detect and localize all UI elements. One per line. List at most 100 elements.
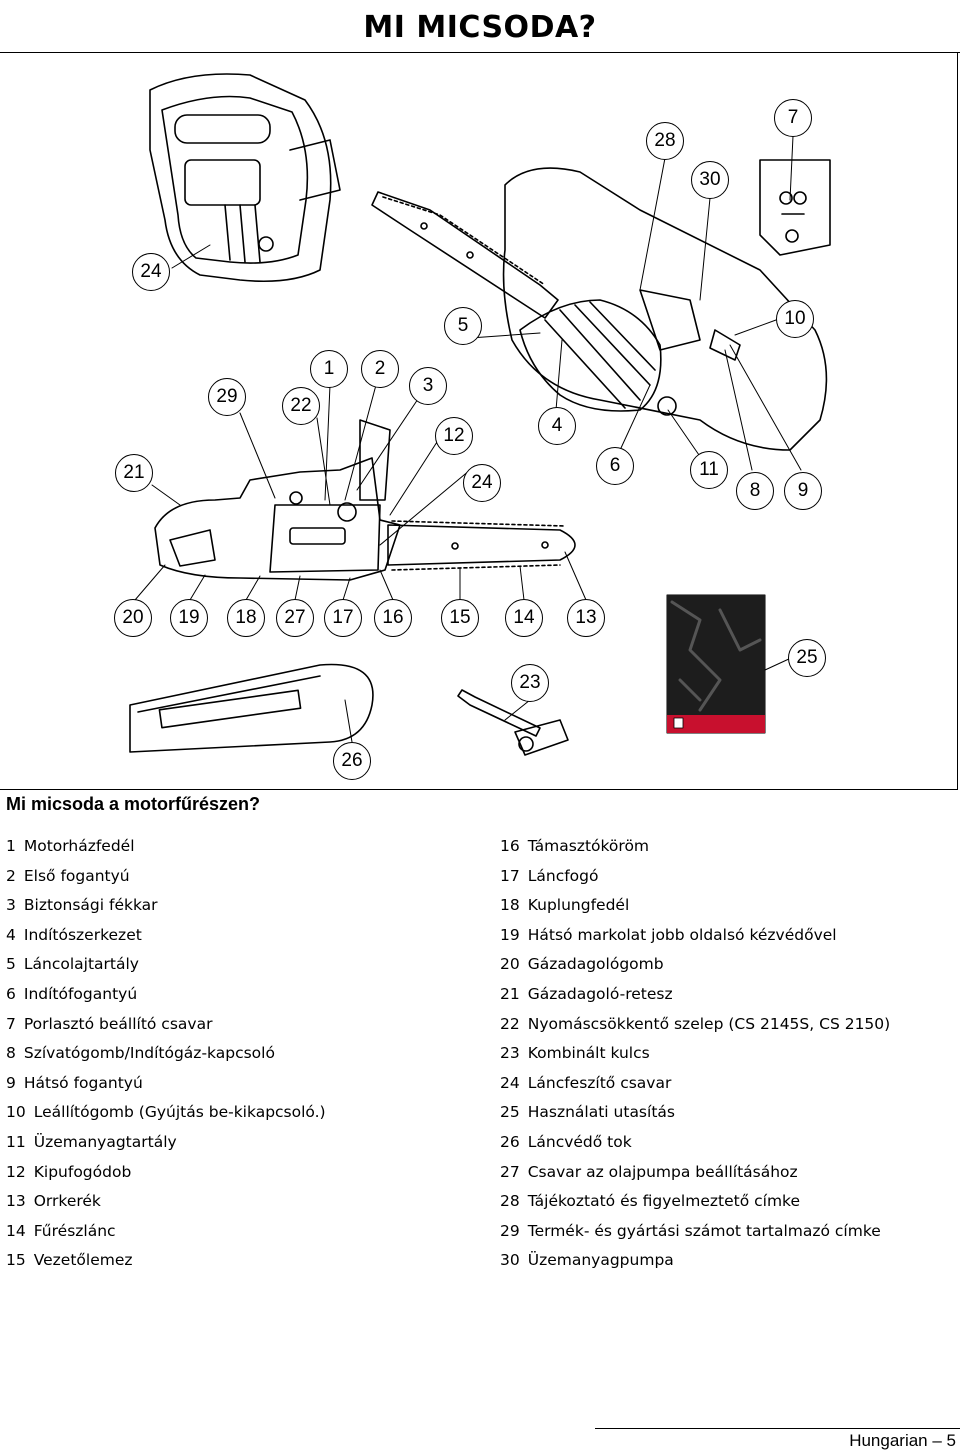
part-label: Támasztóköröm	[527, 837, 650, 855]
part-label: Nyomáscsökkentő szelep (CS 2145S, CS 215…	[527, 1014, 891, 1033]
part-number: 29	[500, 1221, 520, 1240]
part-number: 18	[500, 896, 520, 915]
parts-list-item: 15 Vezetőlemez	[6, 1246, 326, 1276]
parts-list-item: 10 Leállítógomb (Gyújtás be-kikapcsoló.)	[6, 1098, 326, 1128]
part-label: Kombinált kulcs	[527, 1044, 650, 1063]
part-label: Kuplungfedél	[527, 896, 630, 915]
part-number: 19	[500, 925, 520, 944]
part-label: Láncolajtartály	[23, 955, 139, 974]
callout-13: 13	[567, 599, 605, 637]
part-number: 10	[6, 1103, 26, 1122]
parts-list-item: 29 Termék- és gyártási számot tartalmazó …	[500, 1217, 890, 1247]
callout-30: 30	[691, 161, 729, 199]
callout-5: 5	[444, 307, 482, 345]
parts-list-item: 22 Nyomáscsökkentő szelep (CS 2145S, CS 2…	[500, 1010, 890, 1040]
part-label: Gázadagoló-retesz	[527, 984, 673, 1003]
callout-15: 15	[441, 599, 479, 637]
part-label: Motorházfedél	[23, 837, 135, 855]
chainsaw-side-view	[154, 419, 576, 581]
part-label: Láncvédő tok	[527, 1132, 632, 1151]
part-label: Használati utasítás	[527, 1103, 675, 1122]
part-number: 2	[6, 866, 16, 885]
part-number: 20	[500, 955, 520, 974]
callout-17: 17	[324, 599, 362, 637]
part-label: Leállítógomb (Gyújtás be-kikapcsoló.)	[33, 1103, 326, 1122]
part-number: 11	[6, 1132, 26, 1151]
part-number: 5	[6, 955, 16, 974]
callout-11: 11	[690, 451, 728, 489]
callout-28: 28	[646, 122, 684, 160]
parts-list-item: 12 Kipufogódob	[6, 1158, 326, 1188]
part-number: 8	[6, 1044, 16, 1063]
chainsaw-illustration	[129, 73, 831, 756]
parts-list-item: 5 Láncolajtartály	[6, 950, 326, 980]
part-label: Indítófogantyú	[23, 984, 138, 1003]
part-label: Tájékoztató és figyelmeztető címke	[527, 1192, 800, 1211]
callout-3: 3	[409, 367, 447, 405]
part-number: 26	[500, 1132, 520, 1151]
callout-7: 7	[774, 99, 812, 137]
part-number: 15	[6, 1251, 26, 1270]
operators-manual-cover	[666, 594, 766, 734]
callout-4: 4	[538, 407, 576, 445]
warning-label-inset	[759, 159, 831, 256]
part-number: 4	[6, 925, 16, 944]
callout-21: 21	[115, 454, 153, 492]
parts-list-item: 30 Üzemanyagpumpa	[500, 1246, 890, 1276]
part-number: 14	[6, 1221, 26, 1240]
part-number: 7	[6, 1014, 16, 1033]
section-heading: Mi micsoda a motorfűrészen?	[6, 794, 261, 814]
callout-1: 1	[310, 350, 348, 388]
leader-lines	[134, 135, 802, 743]
callout-20: 20	[114, 599, 152, 637]
callout-8: 8	[736, 472, 774, 510]
parts-list-item: 11 Üzemanyagtartály	[6, 1128, 326, 1158]
part-number: 27	[500, 1162, 520, 1181]
page-title: MI MICSODA?	[363, 10, 597, 45]
parts-list-item: 1 Motorházfedél	[6, 832, 326, 862]
part-label: Üzemanyagtartály	[33, 1132, 177, 1151]
part-label: Termék- és gyártási számot tartalmazó cí…	[527, 1221, 881, 1240]
part-number: 1	[6, 837, 16, 855]
parts-list-item: 27 Csavar az olajpumpa beállításához	[500, 1158, 890, 1188]
page-footer: Hungarian – 5	[849, 1431, 956, 1450]
part-label: Biztonsági fékkar	[23, 896, 158, 915]
part-number: 22	[500, 1014, 520, 1033]
part-number: 21	[500, 984, 520, 1003]
title-rule	[0, 52, 960, 53]
part-number: 12	[6, 1162, 26, 1181]
chainsaw-main-view	[371, 167, 828, 451]
part-label: Üzemanyagpumpa	[527, 1251, 674, 1270]
part-label: Vezetőlemez	[33, 1251, 133, 1270]
part-label: Kipufogódob	[33, 1162, 132, 1181]
parts-list-item: 4 Indítószerkezet	[6, 921, 326, 951]
callout-19: 19	[170, 599, 208, 637]
callout-26: 26	[333, 742, 371, 780]
callout-27: 27	[276, 599, 314, 637]
part-label: Csavar az olajpumpa beállításához	[527, 1162, 798, 1181]
callout-29: 29	[208, 378, 246, 416]
engine-top-view	[149, 73, 341, 283]
part-number: 30	[500, 1251, 520, 1270]
part-number: 13	[6, 1192, 26, 1211]
callout-6: 6	[596, 447, 634, 485]
part-label: Hátsó fogantyú	[23, 1073, 143, 1092]
part-number: 17	[500, 866, 520, 885]
part-label: Láncfeszítő csavar	[527, 1073, 672, 1092]
part-label: Indítószerkezet	[23, 925, 142, 944]
part-number: 9	[6, 1073, 16, 1092]
parts-list-item: 18 Kuplungfedél	[500, 891, 890, 921]
callout-24-top: 24	[132, 253, 170, 291]
part-label: Fűrészlánc	[33, 1221, 116, 1240]
